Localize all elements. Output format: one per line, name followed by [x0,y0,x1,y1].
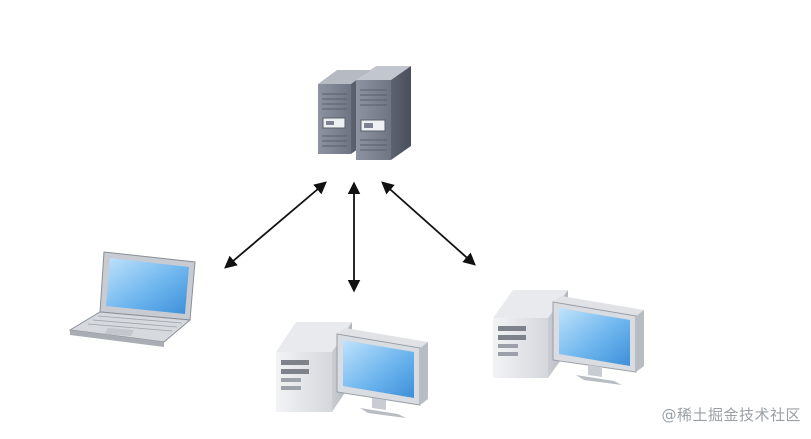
arrow-server-laptop [224,181,327,269]
arrow-server-desktop-right [381,181,476,266]
desktop-center-icon [276,322,428,418]
server-icon [318,66,411,160]
connection-arrows [224,181,476,293]
laptop-icon [68,251,196,347]
watermark-label: @稀土掘金技术社区 [661,406,801,424]
desktop-right-icon [493,290,644,385]
